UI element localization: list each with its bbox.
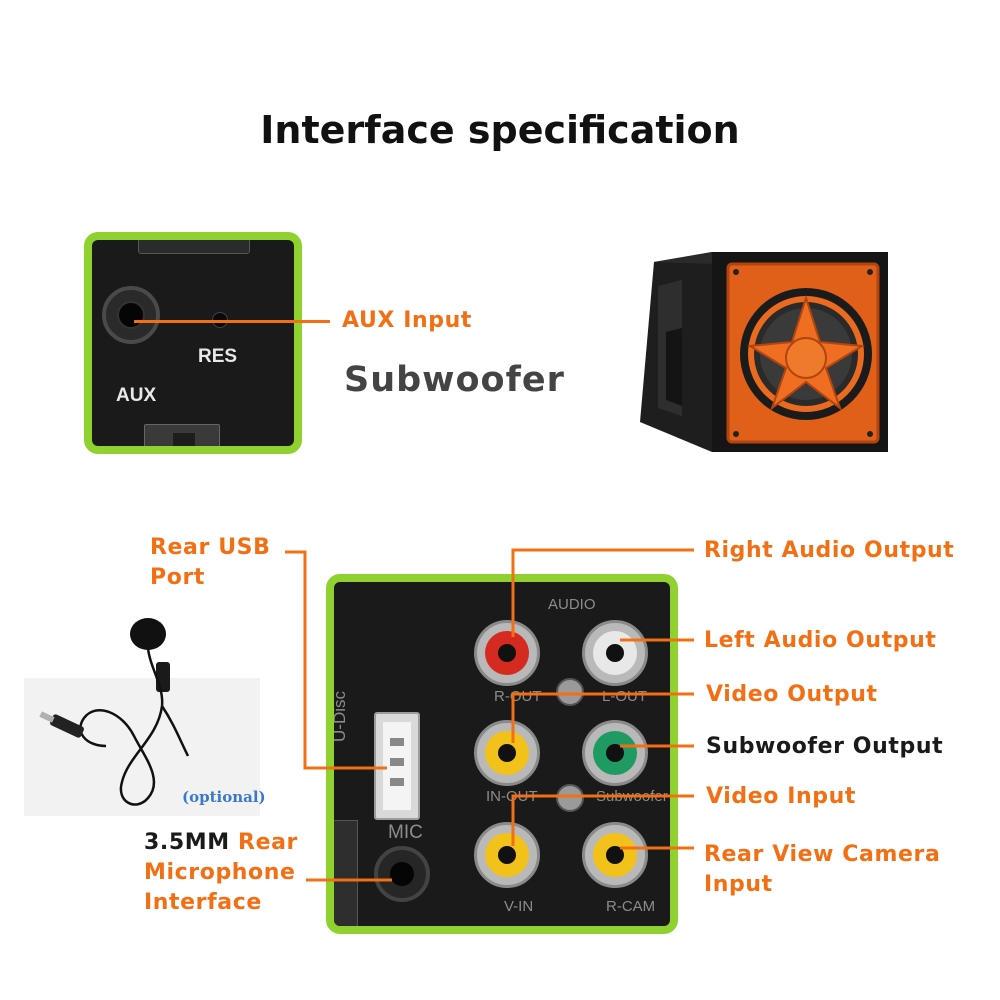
panel-edge [334, 820, 358, 926]
right-audio-jack [474, 620, 540, 686]
mic-label-line3: Interface [144, 890, 262, 915]
subwoofer-output-jack [582, 720, 648, 786]
mic-jack [374, 846, 430, 902]
usb-label-line2: Port [150, 565, 206, 590]
video-input-jack [474, 822, 540, 888]
mic-label: MIC [388, 822, 423, 843]
aux-input-label: AUX Input [342, 308, 473, 333]
aux-jack [102, 286, 160, 344]
video-output-label: Video Output [706, 682, 878, 707]
screw-1 [556, 678, 584, 706]
aux-callout-line [134, 320, 330, 323]
left-audio-label: Left Audio Output [704, 628, 937, 653]
subwoofer-name: Subwoofer [344, 360, 565, 400]
r-cam-label: R-CAM [606, 898, 656, 915]
mic-label-line2: Microphone [144, 860, 296, 885]
right-audio-label: Right Audio Output [704, 538, 955, 563]
res-label: RES [198, 346, 238, 367]
rear-camera-label-line2: Input [704, 872, 773, 897]
usb-label-line1: Rear USB [150, 535, 271, 560]
microphone-image [24, 606, 294, 816]
subwoofer-image [636, 246, 892, 458]
r-out-label: R-OUT [494, 688, 542, 705]
page-title: Interface specification [260, 108, 740, 152]
panel-switch [144, 424, 220, 446]
l-out-label: L-OUT [602, 688, 647, 705]
usb-port [374, 712, 420, 820]
aux-label: AUX [116, 385, 157, 406]
rear-camera-label-line1: Rear View Camera [704, 842, 941, 867]
left-audio-jack [582, 620, 648, 686]
rear-camera-jack [582, 822, 648, 888]
v-in-label: V-IN [504, 898, 534, 915]
mic-rear-text: Rear [238, 830, 298, 855]
mic-size-text: 3.5MM [144, 830, 230, 855]
video-input-label: Video Input [706, 784, 856, 809]
mic-label-line1: 3.5MM Rear [144, 830, 298, 855]
video-output-jack [474, 720, 540, 786]
optional-tag: (optional) [182, 788, 266, 806]
audio-label: AUDIO [548, 596, 596, 613]
subwoofer-output-label: Subwoofer Output [706, 734, 944, 759]
connector-panel-photo: AUDIO R-OUT L-OUT IN-OUT Subwoofer V-IN … [326, 574, 678, 934]
panel-housing-top [138, 240, 250, 254]
aux-panel-photo: RES AUX [84, 232, 302, 454]
screw-2 [556, 784, 584, 812]
